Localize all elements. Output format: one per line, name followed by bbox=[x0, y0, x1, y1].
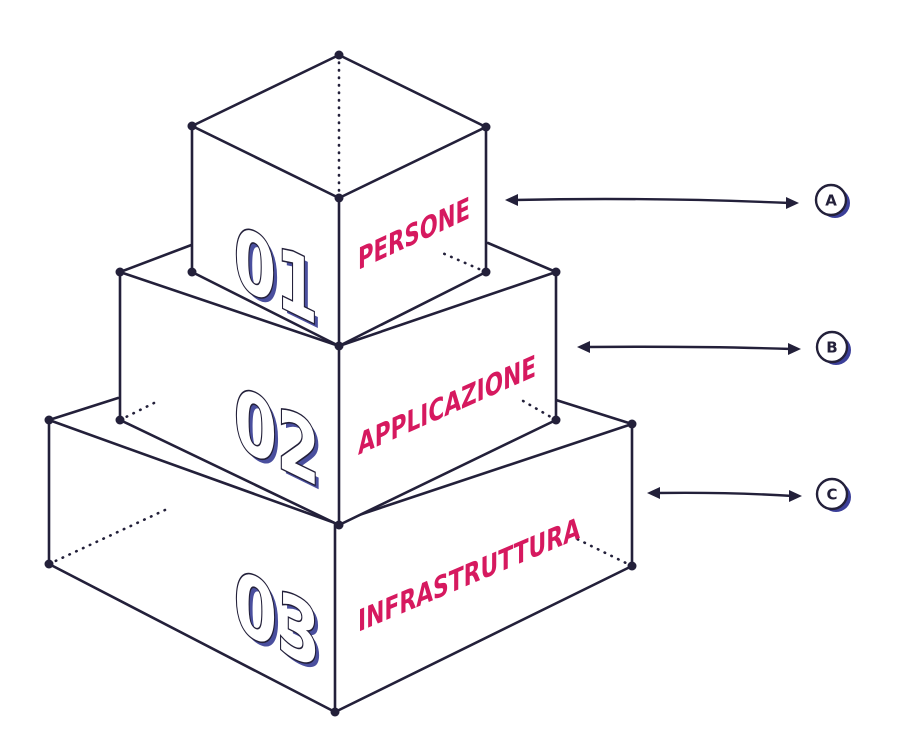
marker-badge-b: B bbox=[815, 330, 851, 365]
marker-badge-a: A bbox=[814, 183, 850, 218]
vertex-dots bbox=[44, 50, 637, 717]
arrowhead-right-icon bbox=[786, 197, 799, 209]
marker-badge-c: C bbox=[815, 477, 851, 512]
connector-a bbox=[505, 194, 799, 209]
double-arrow-b bbox=[584, 345, 794, 351]
connector-c bbox=[647, 487, 802, 502]
arrowhead-left-icon bbox=[647, 487, 660, 499]
svg-text:B: B bbox=[826, 339, 837, 357]
double-arrow-c bbox=[654, 491, 795, 498]
arrowhead-left-icon bbox=[505, 194, 518, 206]
arrowhead-right-icon bbox=[788, 343, 801, 355]
arrowhead-right-icon bbox=[789, 490, 802, 502]
svg-text:A: A bbox=[825, 192, 837, 210]
arrowhead-left-icon bbox=[577, 341, 590, 353]
svg-text:C: C bbox=[826, 486, 837, 504]
svg-text:02: 02 bbox=[234, 367, 320, 506]
connector-b bbox=[577, 341, 801, 355]
box-infrastruttura bbox=[47, 396, 634, 714]
double-arrow-a bbox=[512, 197, 792, 205]
box-persone bbox=[190, 53, 488, 348]
